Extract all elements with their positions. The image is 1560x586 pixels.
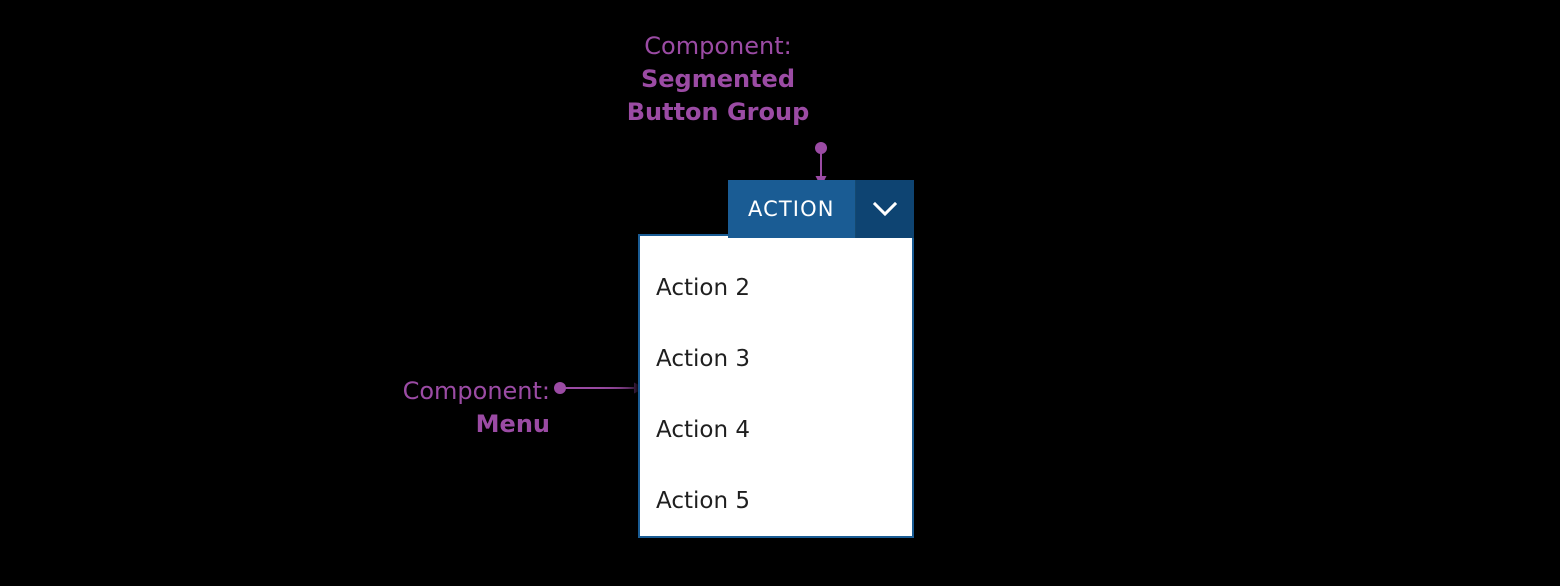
dropdown-toggle-button[interactable] bbox=[855, 180, 914, 238]
menu-item[interactable]: Action 5 bbox=[656, 487, 750, 514]
action-button[interactable]: ACTION bbox=[728, 180, 855, 238]
menu-item[interactable]: Action 2 bbox=[656, 274, 750, 301]
segment-divider bbox=[854, 180, 856, 238]
menu-item[interactable]: Action 4 bbox=[656, 416, 750, 443]
annotation-segmented-button-group: Component: Segmented Button Group bbox=[598, 30, 838, 129]
annotation-component-name: Menu bbox=[475, 410, 550, 439]
annotation-lead-label: Component: bbox=[644, 32, 792, 60]
annotation-connector-down-icon bbox=[815, 142, 827, 187]
annotation-menu: Component: Menu bbox=[338, 375, 550, 441]
annotation-lead-label: Component: bbox=[402, 377, 550, 405]
segmented-button-group[interactable]: ACTION bbox=[728, 180, 914, 238]
annotation-component-name: Segmented Button Group bbox=[626, 65, 810, 127]
menu-item[interactable]: Action 3 bbox=[656, 345, 750, 372]
chevron-down-icon bbox=[872, 201, 897, 217]
menu-popup: Action 2 Action 3 Action 4 Action 5 bbox=[638, 234, 914, 538]
annotation-connector-right-icon bbox=[554, 382, 645, 394]
menu-panel: Action 2 Action 3 Action 4 Action 5 bbox=[638, 234, 914, 538]
